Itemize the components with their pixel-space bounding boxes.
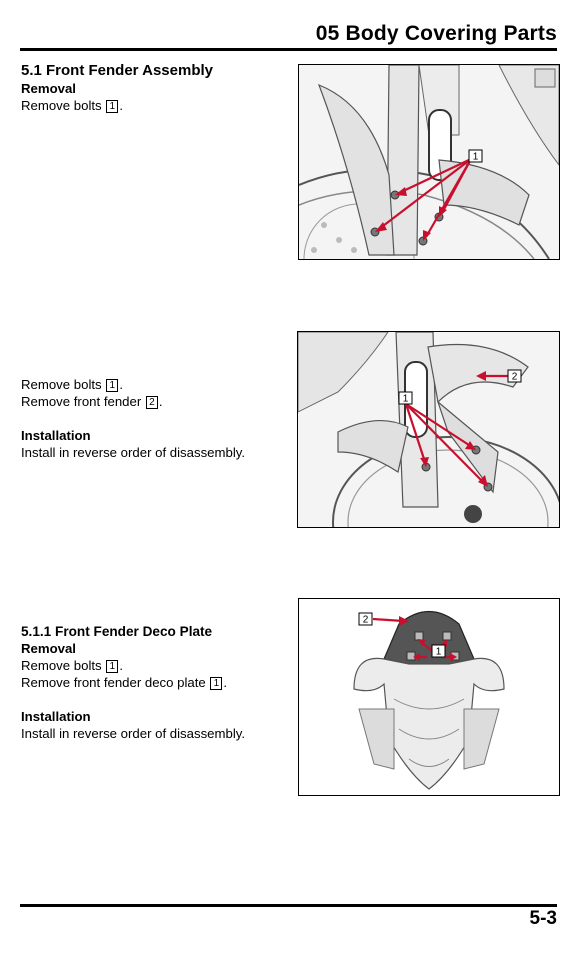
instruction-line: Remove bolts 1. [21,376,245,393]
figure-front-fender-removal: 1 2 [297,331,560,528]
callout-label: 2 [363,615,369,626]
section-front-fender-deco-plate: 5.1.1 Front Fender Deco Plate Removal Re… [21,623,245,742]
page-title: 05 Body Covering Parts [315,22,557,45]
installation-heading: Installation [21,428,91,443]
section-heading: 5.1.1 Front Fender Deco Plate [21,624,213,639]
instruction-end: . [119,658,123,673]
instruction-line: Remove bolts 1. [21,97,213,114]
instruction-text: Remove front fender deco plate [21,675,206,690]
page-number: 5-3 [529,908,557,929]
ref-box: 1 [106,379,119,392]
section-front-fender-removal: Remove bolts 1. Remove front fender 2. I… [21,376,245,461]
section-heading: 5.1 Front Fender Assembly [21,62,213,79]
instruction-end: . [158,394,163,409]
section-front-fender-assembly: 5.1 Front Fender Assembly Removal Remove… [21,62,213,114]
instruction-line: Remove front fender deco plate 1. [21,674,245,691]
ref-box: 1 [106,100,119,113]
instruction-line: Remove bolts 1. [21,657,245,674]
callout-label: 1 [473,152,479,163]
figure-front-fender-bolts: 1 [298,64,560,260]
removal-heading: Removal [21,641,76,656]
callout-label: 1 [403,394,409,405]
instruction-end: . [119,377,123,392]
footer-rule [20,904,557,907]
instruction-text: Remove bolts [21,377,102,392]
callout-label: 2 [512,372,518,383]
installation-text: Install in reverse order of disassembly. [21,726,246,741]
instruction-text: Remove bolts [21,98,102,113]
instruction-end: . [223,675,228,690]
installation-text: Install in reverse order of disassembly. [21,445,246,460]
header-rule [20,48,557,51]
ref-box: 1 [210,677,223,690]
ref-box: 2 [145,396,158,409]
ref-box: 1 [106,660,119,673]
callout-label: 1 [436,647,442,658]
instruction-text: Remove front fender [21,394,142,409]
figure-deco-plate: 1 2 [298,598,560,796]
instruction-line: Remove front fender 2. [21,393,245,410]
instruction-end: . [119,98,123,113]
installation-heading: Installation [21,709,91,724]
instruction-text: Remove bolts [21,658,102,673]
removal-heading: Removal [21,81,76,96]
